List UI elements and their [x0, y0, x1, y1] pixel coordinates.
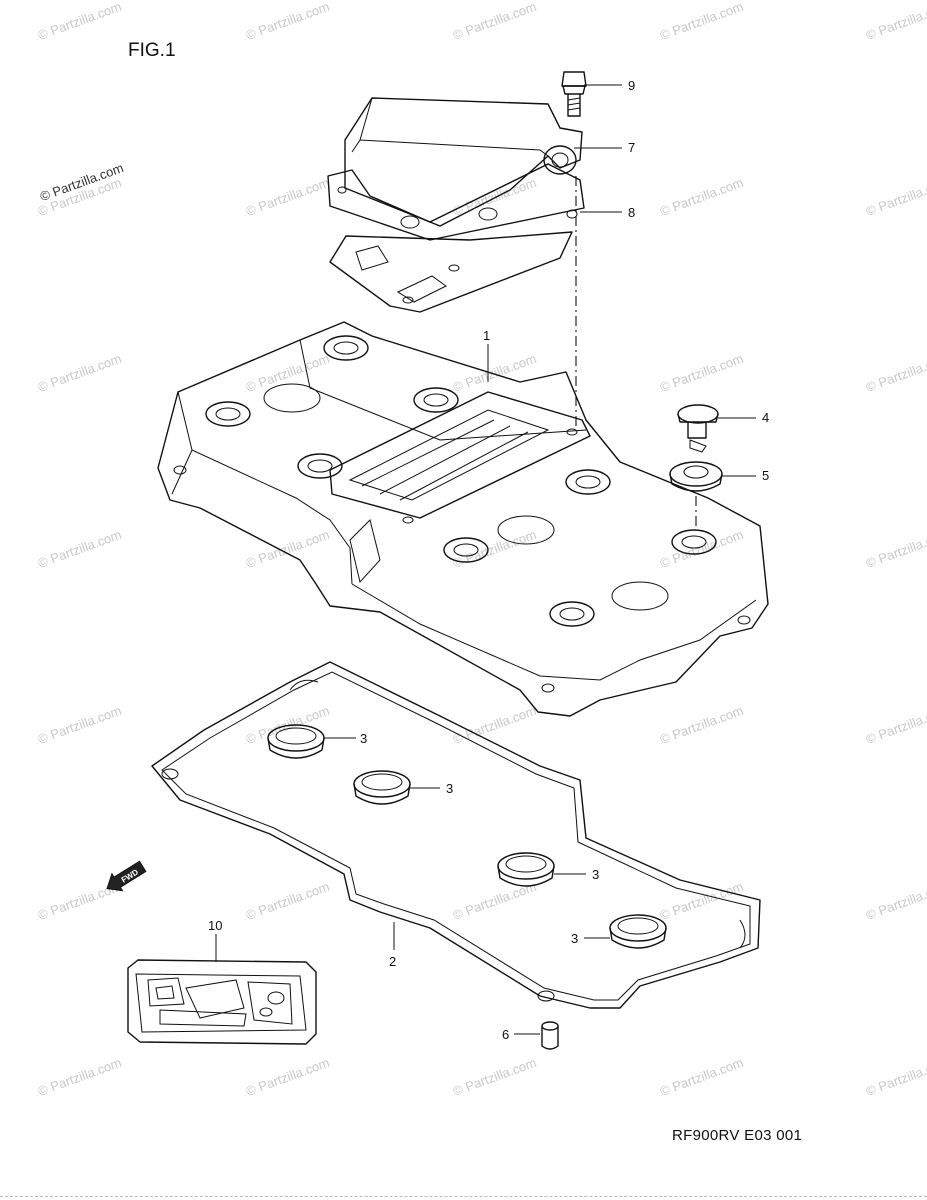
- callout-6: 6: [502, 1027, 509, 1042]
- callout-3c: 3: [592, 867, 599, 882]
- figure-title: FIG.1: [128, 40, 176, 61]
- watermark-text: © Partzilla.com: [658, 0, 745, 43]
- part-bolt: [561, 71, 587, 117]
- part-plug-seal-2: [353, 770, 411, 805]
- watermark-text: © Partzilla.com: [451, 703, 538, 747]
- callout-numbers: 9 7 8 1 4 5 3 3 3 3 10 2 6: [208, 78, 769, 1042]
- watermark-text: © Partzilla.com: [244, 1055, 331, 1099]
- watermark-text: © Partzilla.com: [244, 703, 331, 747]
- part-cover-bolt-washer: [669, 461, 723, 530]
- watermark-text: © Partzilla.com: [451, 175, 538, 219]
- watermark-text: © Partzilla.com: [864, 351, 927, 395]
- watermark-text: © Partzilla.com: [658, 175, 745, 219]
- part-plug-seal-3: [497, 852, 555, 887]
- part-cover-bolt: [677, 404, 719, 453]
- callout-2: 2: [389, 954, 396, 969]
- watermark-text: © Partzilla.com: [36, 351, 123, 395]
- watermark-text: © Partzilla.com: [451, 1055, 538, 1099]
- callout-9: 9: [628, 78, 635, 93]
- watermark-text: © Partzilla.com: [36, 0, 123, 43]
- watermark-text: © Partzilla.com: [244, 0, 331, 43]
- watermark-layer: © Partzilla.com © Partzilla.com © Partzill…: [36, 0, 927, 1099]
- part-breather-gasket: [329, 231, 573, 313]
- watermark-text: © Partzilla.com: [244, 879, 331, 923]
- callout-4: 4: [762, 410, 769, 425]
- watermark-text: © Partzilla.com: [451, 527, 538, 571]
- watermark-text: © Partzilla.com: [864, 0, 927, 43]
- watermark-text: © Partzilla.com: [864, 879, 927, 923]
- part-breather-cover: [327, 97, 585, 241]
- watermark-text: © Partzilla.com: [244, 527, 331, 571]
- watermark-text: © Partzilla.com: [36, 703, 123, 747]
- callout-1: 1: [483, 328, 490, 343]
- callout-3a: 3: [360, 731, 367, 746]
- watermark-text: © Partzilla.com: [658, 703, 745, 747]
- watermark-text: © Partzilla.com: [244, 175, 331, 219]
- leader-lines: [215, 84, 756, 1035]
- part-cylinder-head-cover: [157, 321, 769, 717]
- part-gasket-set: [127, 959, 317, 1045]
- part-plug-seal-4: [609, 914, 667, 949]
- bottom-rule: [0, 1196, 927, 1197]
- callout-5: 5: [762, 468, 769, 483]
- drawing-code: RF900RV E03 001: [672, 1127, 803, 1144]
- watermark-text: © Partzilla.com: [864, 703, 927, 747]
- watermark-text: © Partzilla.com: [864, 1055, 927, 1099]
- watermark-text: © Partzilla.com: [36, 527, 123, 571]
- part-head-cover-gasket: [151, 661, 761, 1009]
- callout-3b: 3: [446, 781, 453, 796]
- watermark-text: © Partzilla.com: [658, 351, 745, 395]
- callout-8: 8: [628, 205, 635, 220]
- watermark-text: © Partzilla.com: [864, 527, 927, 571]
- watermark-text: © Partzilla.com: [864, 175, 927, 219]
- watermark-text: © Partzilla.com: [36, 1055, 123, 1099]
- callout-10: 10: [208, 918, 222, 933]
- watermark-text: © Partzilla.com: [658, 1055, 745, 1099]
- watermark-text: © Partzilla.com: [658, 527, 745, 571]
- callout-3d: 3: [571, 931, 578, 946]
- part-dowel-pin: [541, 1021, 559, 1050]
- watermark-text: © Partzilla.com: [451, 0, 538, 43]
- watermark-text: © Partzilla.com: [244, 351, 331, 395]
- watermark-text: © Partzilla.com: [451, 351, 538, 395]
- callout-7: 7: [628, 140, 635, 155]
